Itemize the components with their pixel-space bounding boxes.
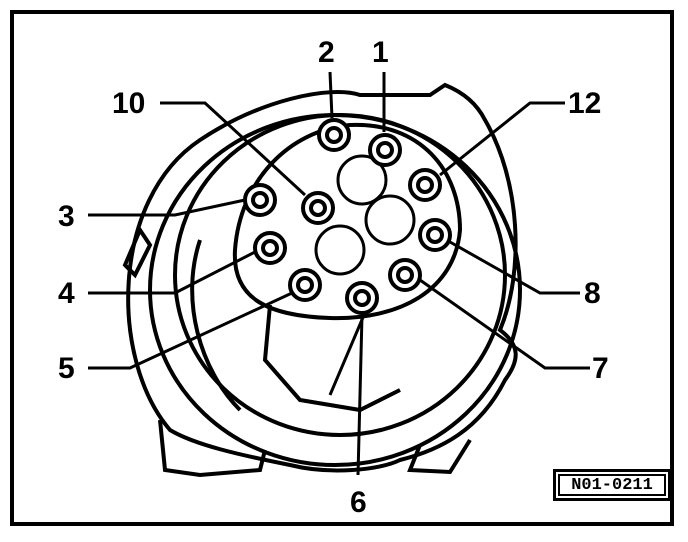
inner-cable-detail-2 bbox=[190, 239, 242, 412]
figure-reference-badge: N01-0211 bbox=[553, 469, 671, 501]
left-latch-tab bbox=[122, 225, 153, 279]
pin-contact-10 bbox=[301, 191, 335, 225]
pin-label-8: 8 bbox=[584, 277, 601, 310]
cavity-middle bbox=[364, 194, 416, 246]
cavity-top bbox=[336, 154, 388, 206]
pin-contact-6 bbox=[345, 281, 379, 315]
pin-contact-5 bbox=[288, 268, 322, 302]
leader-line-10 bbox=[160, 101, 307, 197]
pin-label-1: 1 bbox=[372, 36, 389, 69]
pin-insert-outline bbox=[232, 122, 463, 321]
pin-label-12: 12 bbox=[568, 87, 601, 120]
pin-label-5: 5 bbox=[58, 352, 75, 385]
pin-contact-2 bbox=[317, 118, 351, 152]
pin-label-6: 6 bbox=[350, 486, 367, 519]
pin-contact-3 bbox=[243, 183, 277, 217]
cavity-lower bbox=[314, 224, 366, 276]
pin-contact-7 bbox=[388, 258, 422, 292]
leader-line-3 bbox=[88, 198, 246, 217]
figure-reference-code: N01-0211 bbox=[571, 475, 653, 495]
inner-cable-detail bbox=[262, 304, 401, 413]
leader-line-6a bbox=[356, 314, 364, 476]
pin-contact-4 bbox=[253, 231, 287, 265]
leader-line-8 bbox=[449, 240, 580, 295]
leader-line-12 bbox=[439, 101, 565, 177]
leader-line-4 bbox=[88, 250, 256, 295]
pin-label-2: 2 bbox=[318, 36, 335, 69]
pin-label-7: 7 bbox=[592, 352, 609, 385]
pin-label-10: 10 bbox=[112, 87, 145, 120]
leader-line-5 bbox=[88, 291, 293, 370]
connector-inner-ring-2 bbox=[173, 113, 507, 437]
pin-label-3: 3 bbox=[58, 200, 75, 233]
leader-line-6b bbox=[328, 314, 366, 396]
pin-contact-8 bbox=[418, 218, 452, 252]
pin-contact-1 bbox=[368, 133, 402, 167]
leader-line-2 bbox=[328, 71, 334, 119]
bottom-right-foot bbox=[407, 438, 472, 475]
bottom-left-foot bbox=[158, 419, 267, 478]
leader-line-7 bbox=[419, 278, 590, 370]
pin-contact-12 bbox=[408, 168, 442, 202]
pin-label-4: 4 bbox=[58, 277, 75, 310]
